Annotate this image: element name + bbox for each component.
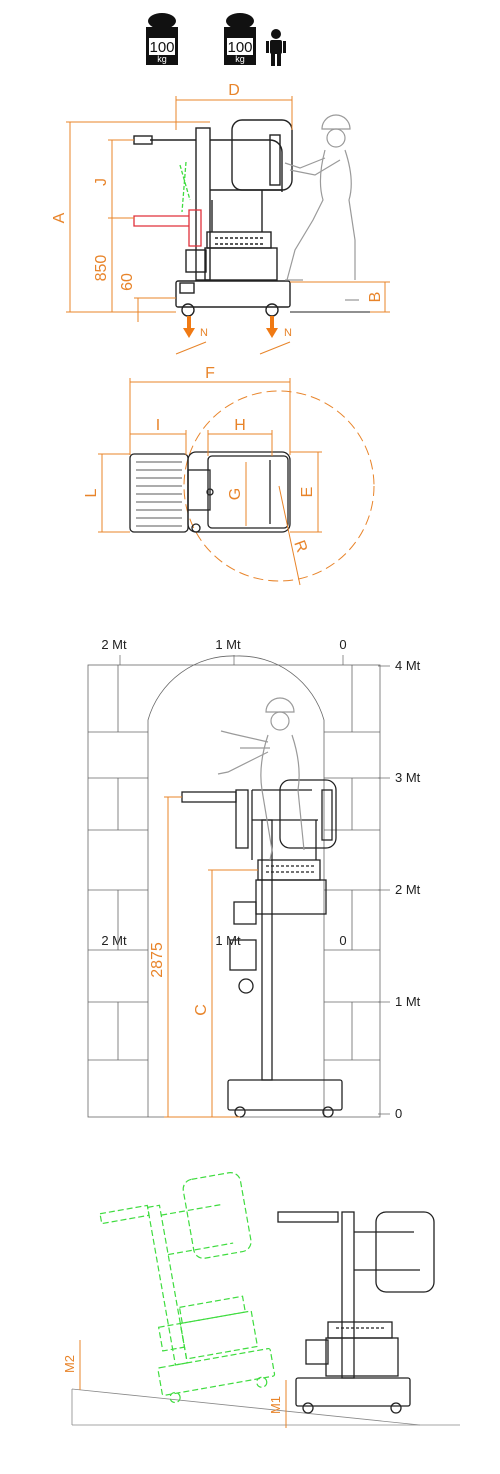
- dim-E: E: [299, 487, 316, 498]
- svg-text:kg: kg: [235, 54, 245, 64]
- scale-top-1: 1 Mt: [215, 637, 241, 652]
- svg-text:100: 100: [149, 39, 174, 56]
- dim-I: I: [156, 417, 160, 434]
- operator-figure-side: [284, 114, 359, 301]
- side-view: D A J 850 60 B N N: [51, 82, 390, 355]
- load-icon-weight: 100 kg: [146, 13, 178, 65]
- ground-lines: [71, 1388, 460, 1426]
- working-height-view: 2 Mt 1 Mt 0 2 Mt 1 Mt 0 4 Mt 3 Mt 2 Mt 1…: [87, 637, 421, 1121]
- slope-view: M2 M1: [62, 1171, 460, 1428]
- scale-top-2: 2 Mt: [101, 637, 127, 652]
- dim-J: J: [93, 178, 110, 186]
- load-arrow-front: N: [175, 316, 208, 355]
- scale-right-1: 1 Mt: [395, 994, 421, 1009]
- dim-G: G: [227, 488, 244, 500]
- svg-text:N: N: [200, 327, 208, 339]
- top-view: F I H L G E R: [83, 365, 375, 586]
- dim-H: H: [234, 417, 246, 434]
- person-icon: [266, 29, 286, 66]
- scale-bottom-2: 2 Mt: [101, 933, 127, 948]
- machine-raised: [181, 779, 343, 1118]
- scale-bottom-1: 1 Mt: [215, 933, 241, 948]
- top-dimensions: [98, 378, 322, 586]
- svg-text:kg: kg: [157, 54, 167, 64]
- svg-text:N: N: [284, 327, 292, 339]
- scale-right-2: 2 Mt: [395, 882, 421, 897]
- dim-F: F: [205, 365, 215, 382]
- load-arrow-rear: N: [259, 316, 292, 355]
- scale-right-3: 3 Mt: [395, 770, 421, 785]
- scale-top-0: 0: [339, 637, 346, 652]
- dim-A: A: [51, 212, 68, 223]
- scale-bottom-0: 0: [339, 933, 346, 948]
- dim-L: L: [83, 488, 100, 497]
- slope-dimensions: [79, 1340, 287, 1428]
- tunnel-walls: [87, 655, 381, 1118]
- dim-B: B: [367, 292, 384, 303]
- dim-R: R: [290, 538, 310, 555]
- dim-M1: M1: [268, 1396, 283, 1414]
- side-dimensions: [66, 96, 390, 322]
- platform-arm-lowered: [133, 161, 202, 247]
- dim-60: 60: [119, 273, 136, 291]
- dim-850: 850: [93, 255, 110, 282]
- machine-top: [129, 451, 291, 533]
- operator-figure-raised: [217, 697, 305, 861]
- dim-D: D: [228, 82, 240, 99]
- working-dimensions: [164, 796, 258, 1118]
- scale-ticks: [119, 655, 390, 1115]
- machine-on-slope: [277, 1211, 435, 1414]
- machine-tilted: [99, 1171, 276, 1404]
- scale-right-4: 4 Mt: [395, 658, 421, 673]
- dim-M2: M2: [62, 1355, 77, 1373]
- svg-text:100: 100: [227, 39, 252, 56]
- dim-2875: 2875: [149, 942, 166, 978]
- machine-side: [133, 119, 293, 317]
- dim-C: C: [193, 1004, 210, 1016]
- scale-right-0: 0: [395, 1106, 402, 1121]
- load-icon-weight-person: 100 kg: [224, 13, 286, 66]
